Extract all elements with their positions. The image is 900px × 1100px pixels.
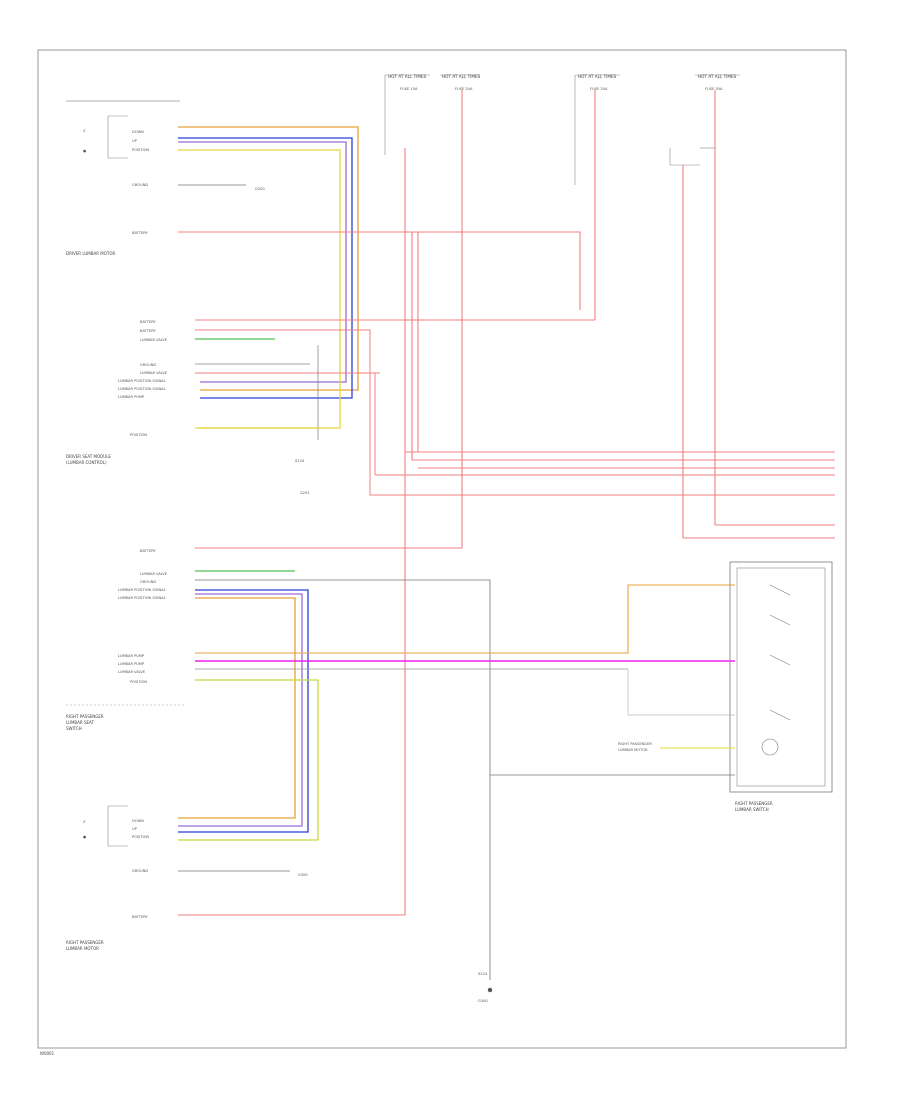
svg-text:POSITION: POSITION — [130, 433, 147, 437]
svg-text:HOT AT ALL TIMES: HOT AT ALL TIMES — [442, 74, 481, 79]
svg-text:LUMBAR POSITION SIGNAL: LUMBAR POSITION SIGNAL — [118, 596, 166, 600]
svg-text:(LUMBAR CONTROL): (LUMBAR CONTROL) — [66, 460, 107, 465]
right-passenger-lumbar-switch: RIGHT PASSENGER LUMBAR SWITCH — [729, 561, 833, 812]
svg-text:POSITION: POSITION — [132, 835, 149, 839]
svg-text:S224: S224 — [478, 972, 488, 976]
svg-text:GROUND: GROUND — [140, 363, 156, 367]
right-connector-top — [669, 147, 715, 166]
svg-text:LUMBAR VALVE: LUMBAR VALVE — [140, 371, 168, 375]
svg-text:GROUND: GROUND — [132, 869, 148, 873]
svg-text:LUMBAR MOTOR: LUMBAR MOTOR — [66, 946, 99, 951]
right-passenger-seat-switch: BATTERY LUMBAR VALVE GROUND LUMBAR POSIT… — [66, 549, 185, 731]
svg-text:G300: G300 — [298, 873, 308, 877]
wire-orange-rp — [178, 597, 296, 819]
svg-text:Z: Z — [83, 129, 86, 133]
lumbar-motor-symbol — [761, 738, 779, 756]
passenger-lumbar-motor: Z ● DOWN UP POSITION GROUND BATTERY RIGH… — [66, 805, 149, 951]
svg-text:POSITION: POSITION — [132, 148, 149, 152]
wire-purple-driver — [178, 141, 347, 383]
wire-red-module-2 — [195, 329, 835, 496]
right-passenger-label: RIGHT PASSENGER — [66, 714, 104, 719]
svg-text:BATTERY: BATTERY — [132, 231, 149, 235]
wire-orange-driver — [178, 126, 359, 391]
wire-yellow-rp — [178, 679, 319, 841]
svg-text:BATTERY: BATTERY — [140, 320, 157, 324]
page-id: W0001 — [40, 1051, 55, 1056]
svg-text:FUSE 15A: FUSE 15A — [400, 87, 418, 91]
wire-blue-driver — [178, 137, 353, 399]
driver-lumbar-motor-label: DRIVER LUMBAR MOTOR — [66, 251, 115, 256]
svg-text:S224: S224 — [295, 459, 305, 463]
ground-symbol — [487, 987, 493, 993]
svg-text:LUMBAR VALVE: LUMBAR VALVE — [118, 670, 146, 674]
svg-text:LUMBAR PUMP: LUMBAR PUMP — [118, 654, 145, 658]
svg-text:POSITION: POSITION — [130, 680, 147, 684]
svg-text:DOWN: DOWN — [132, 819, 144, 823]
svg-text:LUMBAR VALVE: LUMBAR VALVE — [140, 572, 168, 576]
svg-text:Z: Z — [83, 820, 86, 824]
svg-text:UP: UP — [132, 139, 138, 143]
svg-text:RIGHT PASSENGER: RIGHT PASSENGER — [735, 801, 773, 806]
svg-text:GROUND: GROUND — [132, 183, 148, 187]
svg-text:FUSE 20A: FUSE 20A — [455, 87, 473, 91]
svg-text:GROUND: GROUND — [140, 580, 156, 584]
svg-text:FUSE 20A: FUSE 20A — [590, 87, 608, 91]
svg-text:SWITCH: SWITCH — [66, 726, 82, 731]
svg-text:●: ● — [83, 835, 86, 839]
svg-text:HOT AT ALL TIMES: HOT AT ALL TIMES — [578, 74, 617, 79]
svg-text:FUSE 30A: FUSE 30A — [705, 87, 723, 91]
svg-text:BATTERY: BATTERY — [132, 915, 149, 919]
diagram-frame — [37, 49, 847, 1049]
svg-text:LUMBAR SWITCH: LUMBAR SWITCH — [735, 807, 769, 812]
svg-text:HOT AT ALL TIMES: HOT AT ALL TIMES — [698, 74, 737, 79]
svg-text:●: ● — [83, 149, 86, 153]
passenger-lumbar-motor-label: RIGHT PASSENGER — [66, 940, 104, 945]
driver-lumbar-motor: Z ● DOWN UP POSITION GROUND BATTERY DRIV… — [66, 115, 149, 256]
svg-text:LUMBAR SEAT: LUMBAR SEAT — [66, 720, 94, 725]
svg-text:LUMBAR PUMP: LUMBAR PUMP — [118, 395, 145, 399]
wire-orange-long — [195, 584, 735, 654]
svg-text:LUMBAR POSITION SIGNAL: LUMBAR POSITION SIGNAL — [118, 588, 166, 592]
svg-text:LUMBAR POSITION SIGNAL: LUMBAR POSITION SIGNAL — [118, 379, 166, 383]
svg-text:LUMBAR PUMP: LUMBAR PUMP — [118, 662, 145, 666]
svg-text:BATTERY: BATTERY — [140, 549, 157, 553]
fuse-block-top: HOT AT ALL TIMES HOT AT ALL TIMES HOT AT… — [384, 74, 740, 185]
svg-text:G200: G200 — [255, 187, 265, 191]
svg-text:RIGHT PASSENGER: RIGHT PASSENGER — [618, 742, 652, 746]
svg-text:LUMBAR POSITION SIGNAL: LUMBAR POSITION SIGNAL — [118, 387, 166, 391]
wire-red-battery-1 — [178, 231, 581, 310]
wire-blue-rp — [178, 589, 309, 833]
svg-text:HOT AT ALL TIMES: HOT AT ALL TIMES — [388, 74, 427, 79]
svg-text:DOWN: DOWN — [132, 130, 144, 134]
svg-text:G300: G300 — [478, 999, 488, 1003]
svg-text:LUMBAR MOTOR: LUMBAR MOTOR — [618, 748, 648, 752]
wire-purple-rp — [178, 593, 303, 827]
svg-text:LUMBAR VALVE: LUMBAR VALVE — [140, 338, 168, 342]
wire-black-rp — [195, 579, 620, 776]
svg-text:UP: UP — [132, 827, 138, 831]
svg-text:BATTERY: BATTERY — [140, 329, 157, 333]
wire-yellow-driver — [178, 149, 341, 429]
svg-text:G201: G201 — [300, 491, 310, 495]
driver-seat-module: BATTERY BATTERY LUMBAR VALVE GROUND LUMB… — [66, 320, 168, 465]
driver-seat-module-label: DRIVER SEAT MODULE — [66, 454, 111, 459]
